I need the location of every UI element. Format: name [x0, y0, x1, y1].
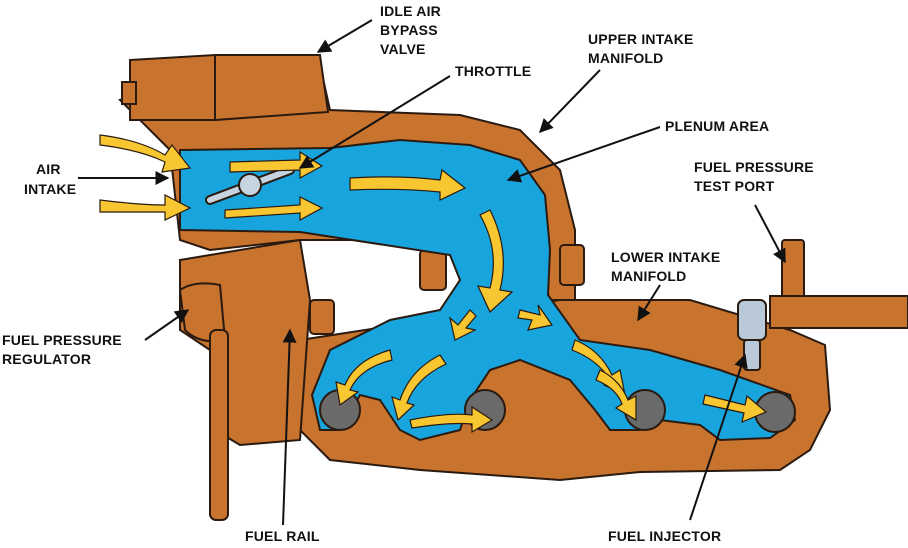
fuel-line — [209, 329, 229, 521]
airflow-arrows — [99, 134, 768, 434]
airflow-arrow — [99, 194, 192, 221]
airflow-arrow — [335, 349, 393, 407]
label-upper-intake-manifold: UPPER INTAKE MANIFOLD — [588, 31, 694, 66]
label-idle-air-bypass-valve: IDLE AIR BYPASS VALVE — [380, 3, 441, 57]
label-line: IDLE AIR — [380, 3, 441, 19]
throttle-plate — [205, 165, 295, 205]
label-line: MANIFOLD — [588, 50, 663, 66]
label-plenum-area: PLENUM AREA — [665, 118, 769, 134]
label-line: INTAKE — [24, 181, 76, 197]
label-line: AIR — [36, 161, 61, 177]
airflow-arrow — [224, 196, 324, 222]
airflow-arrow — [702, 394, 768, 423]
label-fuel-pressure-regulator: FUEL PRESSURE REGULATOR — [2, 332, 122, 367]
airflow-arrow — [595, 369, 637, 422]
label-line: FUEL PRESSURE — [2, 332, 122, 348]
label-fuel-injector: FUEL INJECTOR — [608, 528, 721, 544]
leader-lines — [78, 19, 786, 526]
label-throttle: THROTTLE — [455, 63, 531, 79]
airflow-arrow — [391, 354, 447, 422]
fuel-pressure-test-port — [781, 239, 805, 301]
fuel-pipe — [769, 295, 908, 329]
label-line: REGULATOR — [2, 351, 91, 367]
label-line: FUEL PRESSURE — [694, 159, 814, 175]
airflow-arrow — [349, 168, 467, 201]
label-fuel-rail: FUEL RAIL — [245, 528, 320, 544]
label-line: BYPASS — [380, 22, 438, 38]
airflow-arrow — [99, 134, 192, 173]
label-lower-intake-manifold: LOWER INTAKE MANIFOLD — [611, 249, 720, 284]
label-line: TEST PORT — [694, 178, 775, 194]
airflow-arrow — [409, 405, 494, 434]
label-line: UPPER INTAKE — [588, 31, 694, 47]
label-fuel-pressure-test-port: FUEL PRESSURE TEST PORT — [694, 159, 814, 194]
label-line: MANIFOLD — [611, 268, 686, 284]
airflow-arrow — [449, 309, 477, 341]
label-line: VALVE — [380, 41, 426, 57]
label-air-intake: AIR INTAKE — [24, 161, 76, 197]
label-line: LOWER INTAKE — [611, 249, 720, 265]
idle-air-bypass-valve — [129, 53, 216, 121]
airflow-arrow — [517, 304, 554, 331]
airflow-arrow — [476, 209, 514, 313]
